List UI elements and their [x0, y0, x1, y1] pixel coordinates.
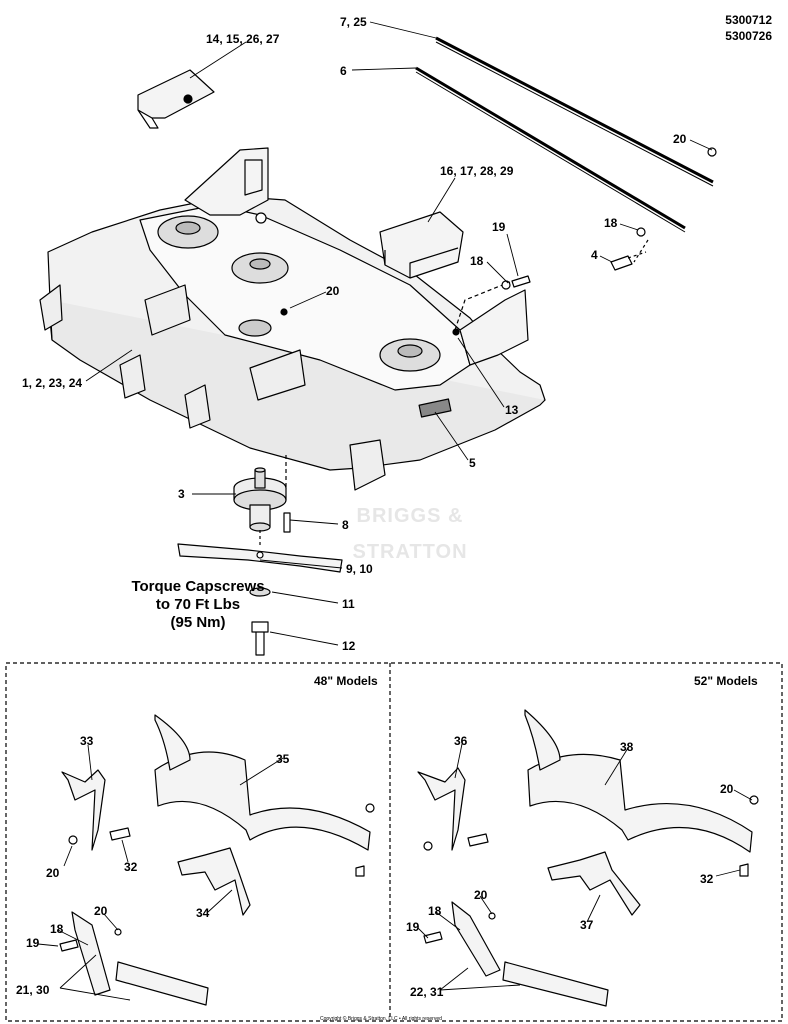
callout-19: 19: [26, 936, 40, 950]
panel-52-parts: [417, 709, 759, 1007]
bracket-21: [71, 911, 111, 996]
callout-32: 32: [700, 872, 714, 886]
baffle-36: [417, 767, 466, 851]
blade-washer: [249, 587, 271, 597]
torque-line: Torque Capscrews: [131, 578, 265, 595]
callout-20: 20: [46, 866, 60, 880]
baffle-33: [61, 769, 106, 851]
callout-20: 20: [326, 284, 340, 298]
callout-19: 19: [492, 220, 506, 234]
callout-19: 19: [406, 920, 420, 934]
callout-18: 18: [50, 922, 64, 936]
part-numbers: 5300712 5300726: [725, 12, 772, 44]
baffle-34: [177, 847, 251, 916]
torque-line: to 70 Ft Lbs: [155, 596, 241, 613]
callout-20: 20: [474, 888, 488, 902]
callout-13: 13: [505, 403, 519, 417]
panel-title-52: 52" Models: [694, 674, 758, 688]
panel-48-parts: [59, 714, 375, 1006]
callout-35: 35: [276, 752, 290, 766]
callout-32: 32: [124, 860, 138, 874]
callout-33: 33: [80, 734, 94, 748]
blade-capscrew: [251, 621, 269, 656]
part-number: 5300712: [725, 13, 772, 27]
torque-line: (95 Nm): [170, 614, 226, 631]
callout-37: 37: [580, 918, 594, 932]
callout-7: 7, 25: [340, 15, 367, 29]
callout-34: 34: [196, 906, 210, 920]
callout-18: 18: [604, 216, 618, 230]
callout-14: 14, 15, 26, 27: [206, 32, 280, 46]
brand-watermark: BRIGGS & STRATTON: [352, 505, 468, 563]
belt-shield: [137, 69, 215, 119]
torque-note: Torque Capscrews to 70 Ft Lbs (95 Nm): [108, 578, 288, 632]
panel-frame: [5, 662, 783, 1022]
callout-20: 20: [94, 904, 108, 918]
callout-6: 6: [340, 64, 347, 78]
leader-lines: [37, 21, 753, 1001]
baffle-38: [527, 753, 753, 853]
callout-16: 16, 17, 28, 29: [440, 164, 514, 178]
callout-18: 18: [470, 254, 484, 268]
spindle-assembly: [233, 467, 291, 545]
bracket-22: [451, 901, 501, 977]
callout-22: 22, 31: [410, 985, 444, 999]
callout-11: 11: [342, 597, 355, 611]
pulley-cover: [379, 211, 464, 279]
baffle-35: [154, 751, 371, 851]
panel-title-48: 48" Models: [314, 674, 378, 688]
callout-5: 5: [469, 456, 476, 470]
copyright-notice: Copyright © Briggs & Stratton, LLC • All…: [320, 1016, 442, 1022]
plate-31: [502, 961, 609, 1007]
callout-20: 20: [673, 132, 687, 146]
belt-7: [435, 36, 714, 184]
callout-4: 4: [591, 248, 598, 262]
part-number: 5300726: [725, 29, 772, 43]
callout-1: 1, 2, 23, 24: [22, 376, 83, 390]
callout-8: 8: [342, 518, 349, 532]
callout-18: 18: [428, 904, 442, 918]
baffle-37: [547, 851, 641, 916]
callout-38: 38: [620, 740, 634, 754]
callout-9: 9, 10: [346, 562, 373, 576]
callout-36: 36: [454, 734, 468, 748]
plate-30: [115, 961, 209, 1006]
callout-12: 12: [342, 639, 356, 653]
callout-21: 21, 30: [16, 983, 50, 997]
belt-6: [415, 66, 686, 230]
callout-20: 20: [720, 782, 734, 796]
mower-deck: [39, 147, 546, 491]
callout-3: 3: [178, 487, 185, 501]
